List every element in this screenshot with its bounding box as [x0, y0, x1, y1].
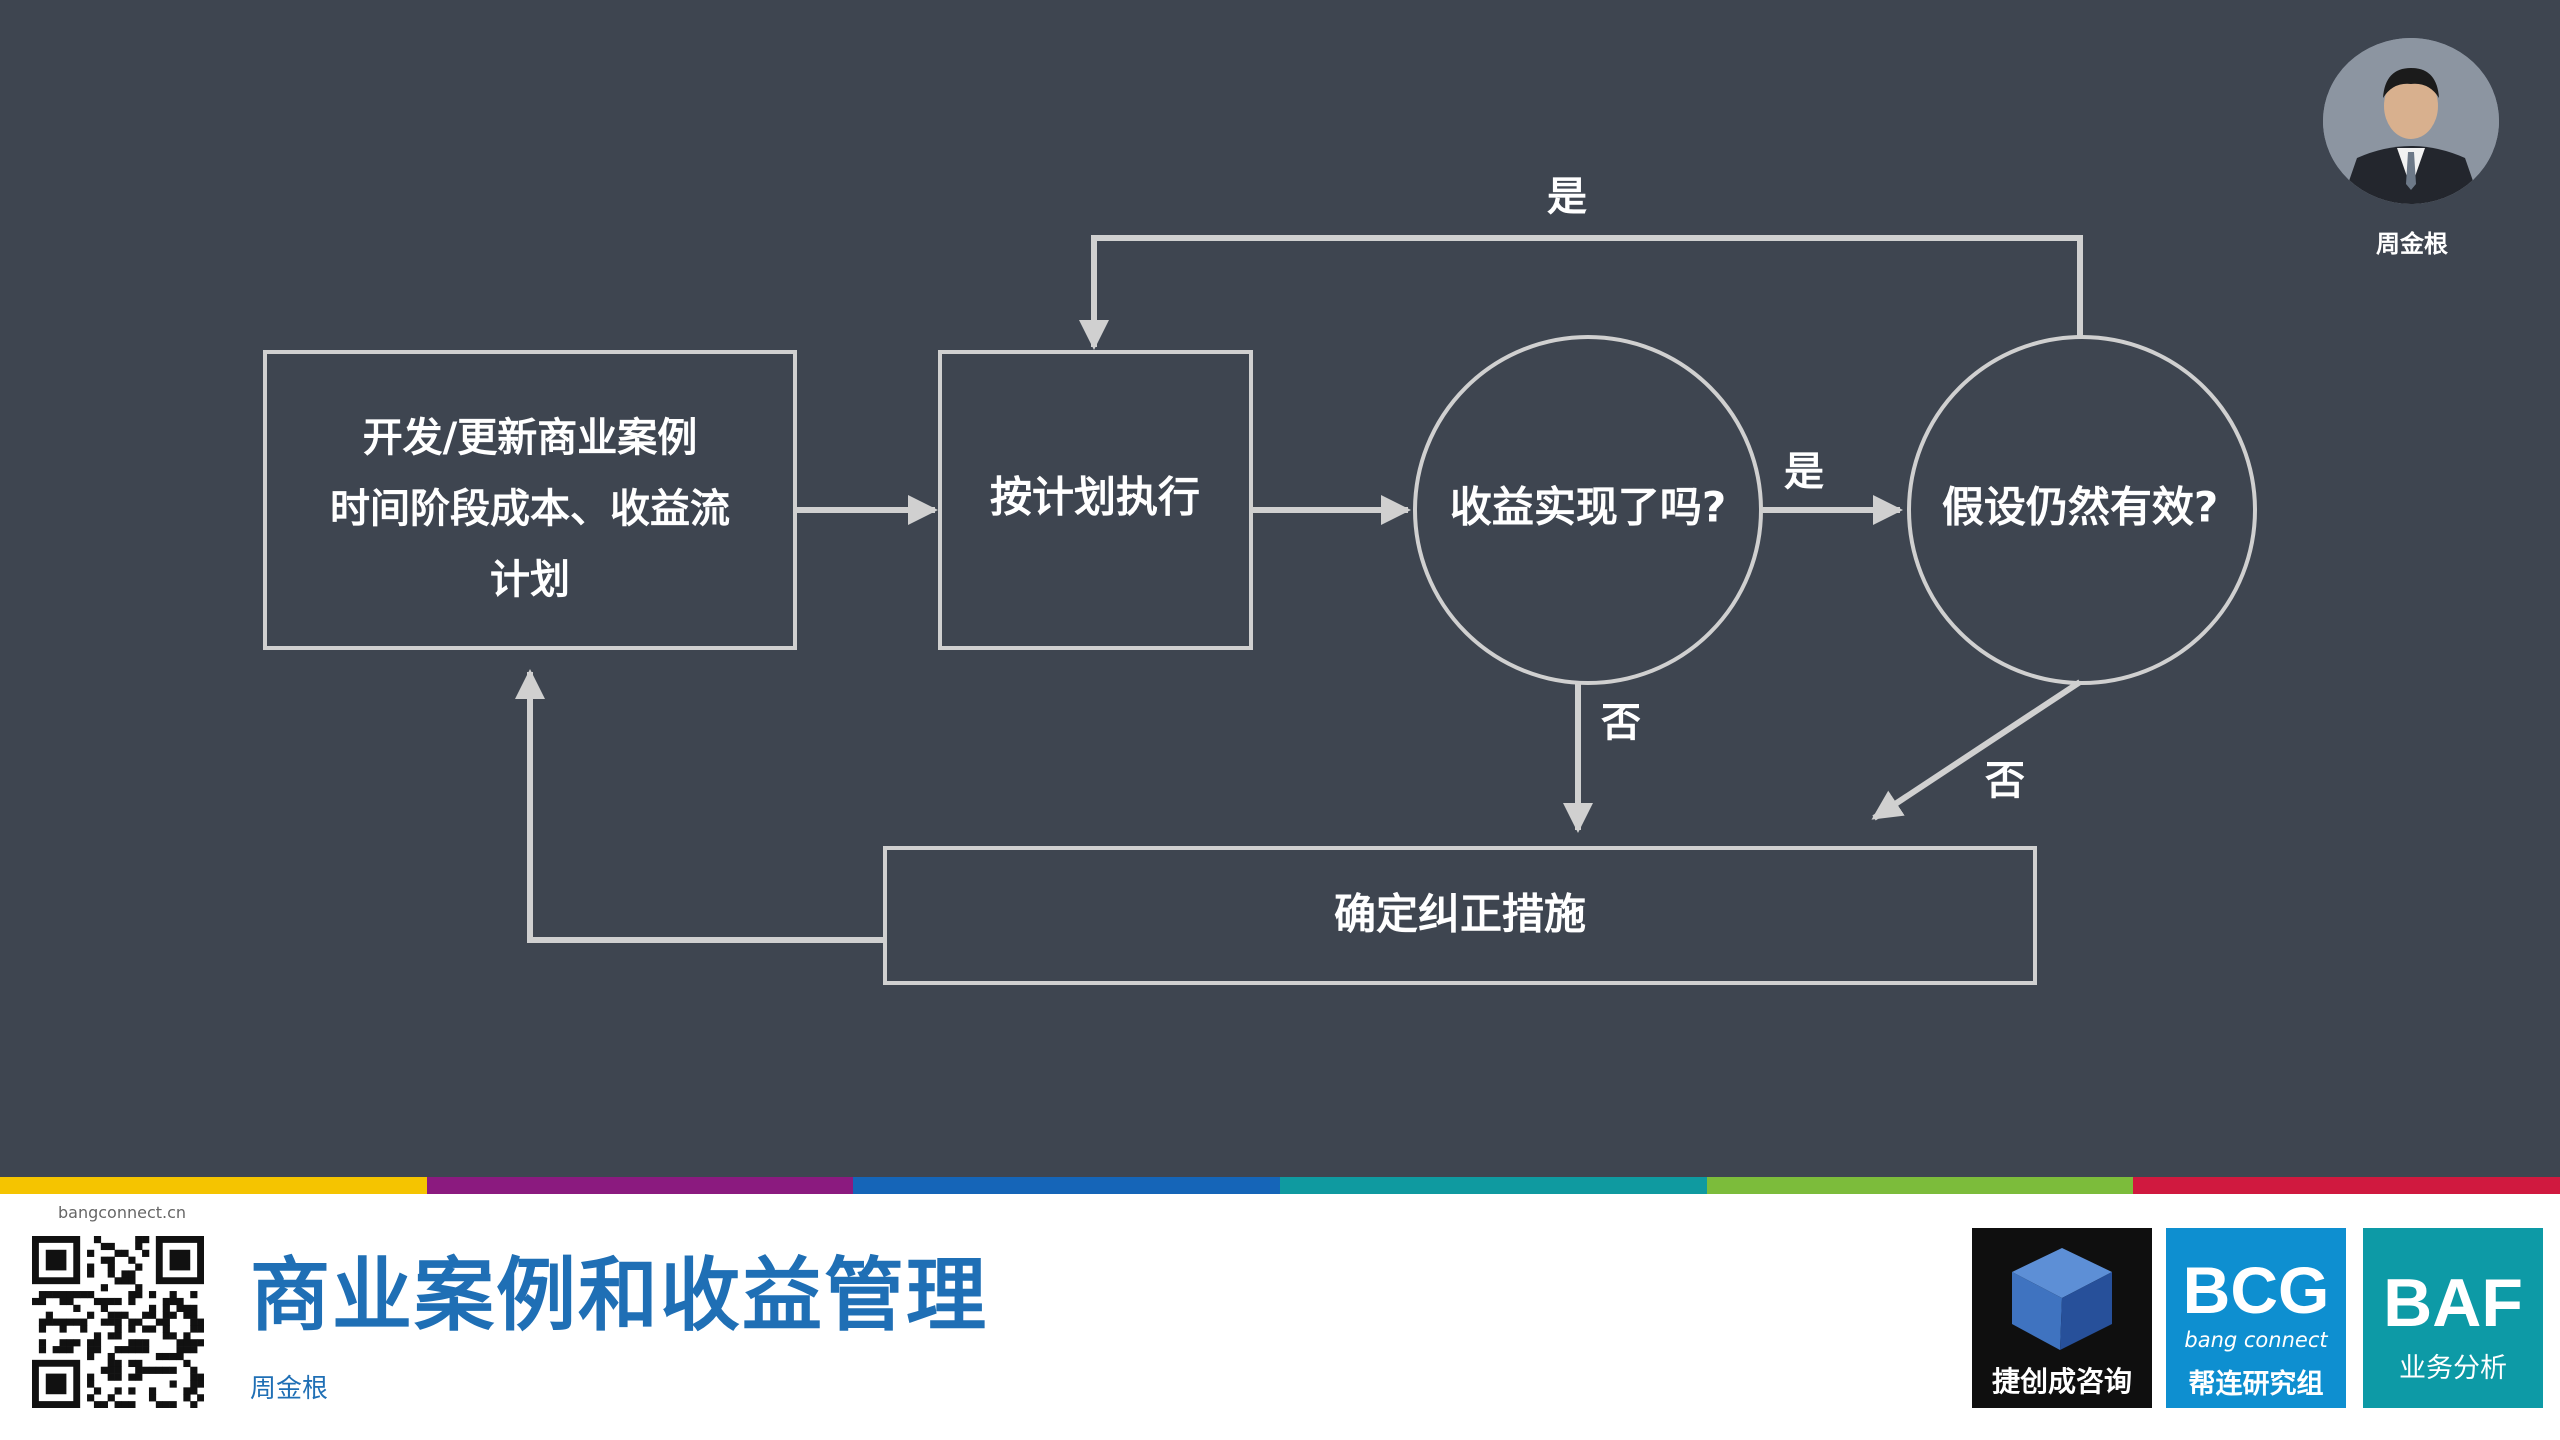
baf-caption: 业务分析 [2399, 1353, 2507, 1384]
author-name: 周金根 [250, 1374, 329, 1404]
color-stripe-segment [2133, 1177, 2560, 1194]
bcg-wordmark: BCG [2182, 1253, 2330, 1327]
presenter-name: 周金根 [2376, 230, 2448, 258]
execute-plan-label: 按计划执行 [990, 473, 1200, 522]
slide-canvas: 开发/更新商业案例 时间阶段成本、收益流 计划 按计划执行 收益实现了吗? 假设… [0, 0, 2560, 1177]
develop-case-line-1: 开发/更新商业案例 [363, 415, 698, 461]
benefits-realized-label: 收益实现了吗? [1450, 483, 1726, 532]
bcg-caption: 帮连研究组 [2188, 1369, 2324, 1400]
edge-label-yes-middle: 是 [1784, 449, 1824, 495]
color-stripe-segment [853, 1177, 1281, 1194]
baf-logo: BAF 业务分析 [2363, 1228, 2543, 1408]
bcg-logo: BCG bang connect 帮连研究组 [2166, 1228, 2346, 1408]
corrective-action-label: 确定纠正措施 [1334, 890, 1586, 939]
jiechuang-logo: 捷创成咨询 [1972, 1228, 2152, 1408]
page-title: 商业案例和收益管理 [250, 1249, 988, 1342]
box-execute-plan [938, 350, 1253, 650]
color-stripe [0, 1177, 2560, 1194]
edge-label-no-left: 否 [1601, 700, 1641, 746]
color-stripe-segment [0, 1177, 427, 1194]
baf-wordmark: BAF [2383, 1265, 2523, 1341]
jiechuang-caption: 捷创成咨询 [1991, 1365, 2132, 1398]
edge-label-no-right: 否 [1985, 758, 2025, 804]
develop-case-line-2: 时间阶段成本、收益流 [330, 486, 730, 532]
arrow-assumptions-yes-loop [1079, 235, 2083, 350]
box-corrective-action [883, 846, 2037, 985]
circle-benefits-realized [1413, 335, 1763, 685]
develop-case-line-3: 计划 [490, 557, 570, 603]
color-stripe-segment [426, 1177, 854, 1194]
arrow-corrective-to-develop [515, 669, 885, 943]
flow-diagram: 开发/更新商业案例 时间阶段成本、收益流 计划 按计划执行 收益实现了吗? 假设… [263, 174, 2257, 985]
box-develop-business-case [263, 350, 797, 650]
assumptions-valid-label: 假设仍然有效? [1942, 483, 2218, 532]
arrow-assumptions-no [1871, 679, 2082, 821]
presenter-avatar [2323, 38, 2499, 204]
color-stripe-segment [1706, 1177, 2134, 1194]
color-stripe-segment [1280, 1177, 1707, 1194]
edge-label-yes-top: 是 [1547, 174, 1587, 220]
qr-code-icon [32, 1236, 204, 1408]
bcg-subtitle: bang connect [2184, 1328, 2328, 1352]
circle-assumptions-valid [1907, 335, 2257, 685]
site-url: bangconnect.cn [58, 1203, 187, 1222]
